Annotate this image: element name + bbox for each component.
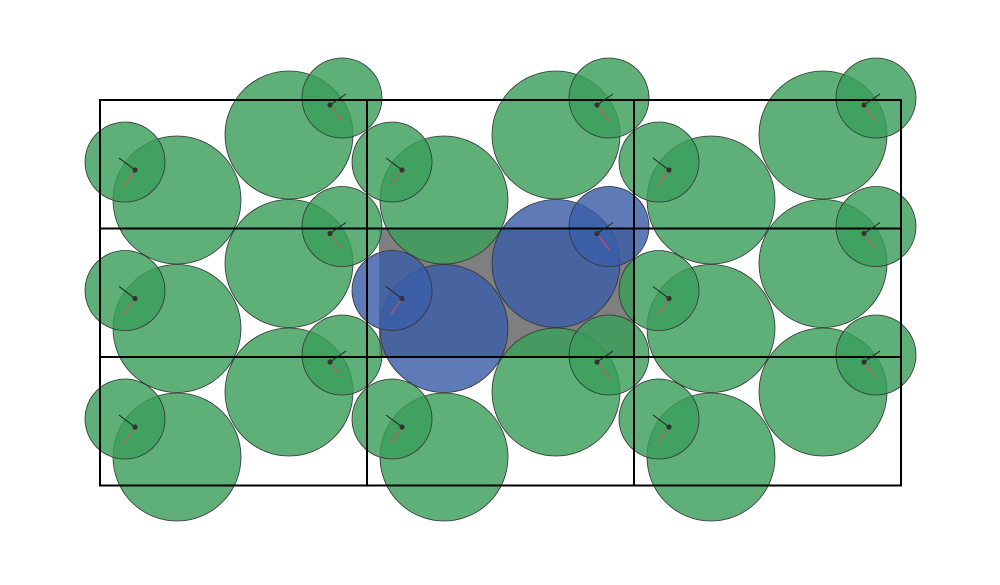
- orientation-axis-a: [118, 157, 136, 171]
- orientation-axis-b: [123, 298, 136, 315]
- orientation-axis-b: [657, 426, 670, 444]
- orientation-axis-b: [596, 361, 610, 379]
- orientation-axis-b: [329, 361, 343, 379]
- orientation-axis-a: [652, 157, 670, 171]
- motif-center-dot: [327, 359, 333, 365]
- motif-center-dot: [861, 359, 867, 365]
- motif-center-dot: [399, 295, 405, 302]
- orientation-axis-a: [385, 286, 403, 299]
- orientation-axis-b: [657, 298, 670, 315]
- motif-head-circle: [568, 57, 650, 139]
- center-marker-layer: [118, 93, 881, 444]
- orientation-axis-a: [329, 222, 347, 234]
- motif-center-dot: [327, 230, 333, 237]
- highlighted-motif-b: [491, 186, 650, 328]
- orientation-axis-a: [596, 350, 614, 363]
- orientation-axis-b: [390, 426, 403, 444]
- motif-center-dot: [666, 167, 672, 173]
- orientation-axis-b: [123, 426, 136, 444]
- orientation-axis-b: [123, 169, 136, 187]
- orientation-axis-a: [596, 222, 614, 234]
- motif-head-circle: [301, 186, 383, 267]
- orientation-axis-b: [329, 104, 343, 122]
- motif-head-circle: [835, 186, 917, 267]
- unit-cell-border: [633, 356, 902, 487]
- orientation-axis-b: [390, 169, 403, 187]
- orientation-axis-a: [596, 93, 614, 106]
- orientation-axis-a: [863, 93, 881, 106]
- motif-head-circle: [301, 314, 383, 396]
- orientation-axis-a: [652, 286, 670, 299]
- motif-head-circle: [568, 186, 650, 267]
- motif-head-circle: [568, 314, 650, 396]
- orientation-axis-a: [118, 414, 136, 428]
- periodic-motif-b: [491, 57, 650, 200]
- orientation-axis-b: [596, 104, 610, 122]
- motif-center-dot: [594, 359, 600, 365]
- orientation-axis-b: [390, 298, 403, 315]
- periodic-motif-b: [224, 314, 383, 457]
- orientation-axis-a: [863, 350, 881, 363]
- motif-head-circle: [835, 57, 917, 139]
- orientation-axis-a: [385, 414, 403, 428]
- orientation-axis-b: [329, 233, 343, 250]
- periodic-motif-b: [758, 186, 917, 328]
- motif-center-dot: [132, 424, 138, 430]
- orientation-axis-a: [329, 350, 347, 363]
- motif-layer: [84, 57, 917, 522]
- motif-head-circle: [835, 314, 917, 396]
- orientation-axis-b: [863, 233, 877, 250]
- orientation-axis-b: [657, 169, 670, 187]
- orientation-axis-a: [863, 222, 881, 234]
- unit-cell-grid: [99, 99, 902, 487]
- motif-center-dot: [594, 102, 600, 108]
- motif-center-dot: [399, 167, 405, 173]
- motif-head-circle: [301, 57, 383, 139]
- periodic-motif-b: [224, 186, 383, 328]
- motif-center-dot: [861, 230, 867, 237]
- motif-center-dot: [594, 230, 600, 237]
- motif-center-dot: [399, 424, 405, 430]
- motif-center-dot: [666, 295, 672, 302]
- motif-center-dot: [132, 295, 138, 302]
- orientation-axis-b: [863, 104, 877, 122]
- motif-center-dot: [327, 102, 333, 108]
- orientation-axis-b: [596, 233, 610, 250]
- motif-center-dot: [666, 424, 672, 430]
- orientation-axis-a: [329, 93, 347, 106]
- periodic-motif-b: [758, 57, 917, 200]
- orientation-axis-a: [652, 414, 670, 428]
- periodic-motif-b: [491, 314, 650, 457]
- motif-center-dot: [861, 102, 867, 108]
- orientation-axis-b: [863, 361, 877, 379]
- orientation-axis-a: [118, 286, 136, 299]
- motif-center-dot: [132, 167, 138, 173]
- periodic-motif-b: [224, 57, 383, 200]
- orientation-axis-a: [385, 157, 403, 171]
- periodic-motif-b: [758, 314, 917, 457]
